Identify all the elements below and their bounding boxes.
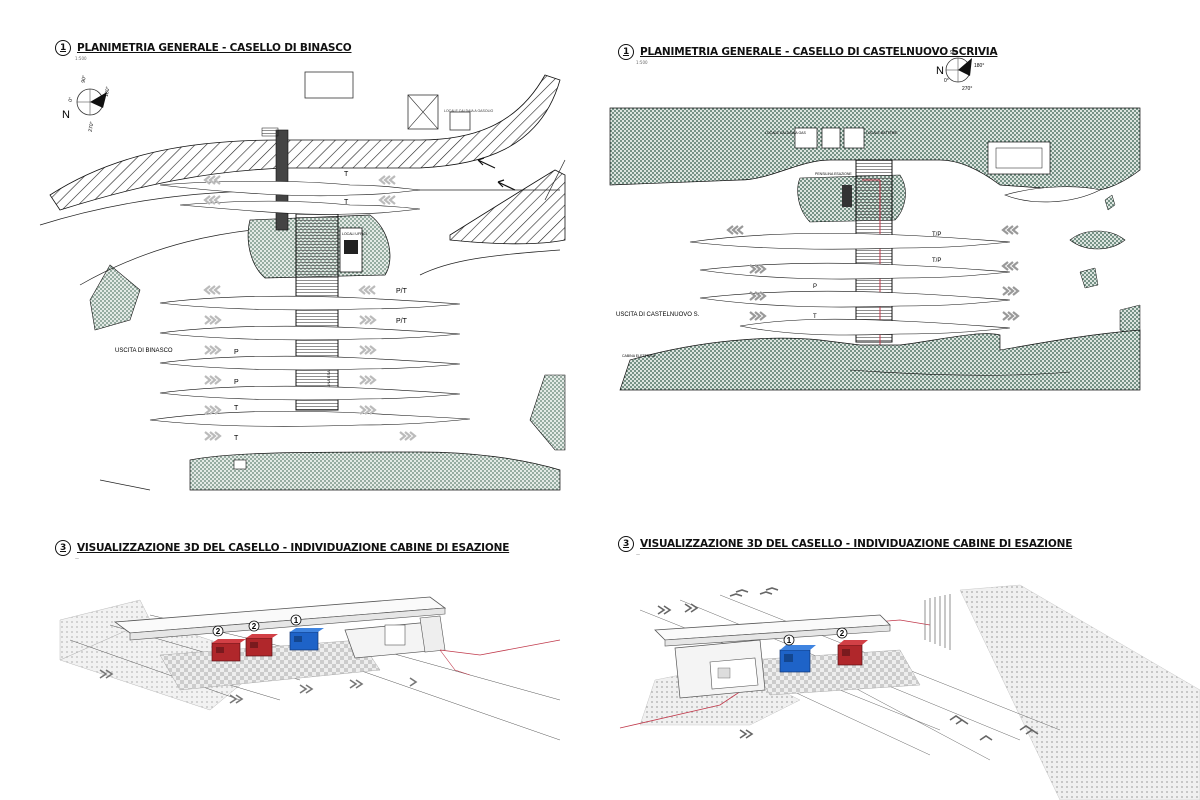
svg-text:LOCALE CALDAIA A GAS: LOCALE CALDAIA A GAS [765, 131, 807, 135]
panel-title: 3 VISUALIZZAZIONE 3D DEL CASELLO - INDIV… [55, 540, 509, 556]
castelnuovo-plan-drawing: N 90° 180° 270° 0° LOCALE CALDAIA A GAS … [609, 50, 1141, 391]
binasco-plan-drawing: N 90° 180° 270° 0° LOCALE CALDAIA A GASO… [39, 71, 566, 491]
svg-text:0°: 0° [68, 97, 75, 103]
cabin-red-2 [245, 634, 278, 657]
cabin-marker: 1 [294, 616, 299, 625]
cabin-marker: 1 [787, 636, 792, 645]
svg-text:180°: 180° [104, 86, 112, 97]
scale-label: 1:500 [636, 60, 648, 65]
cabin-blue-1 [289, 628, 324, 651]
cabin-marker: 2 [216, 627, 221, 636]
panel-number: 3 [55, 540, 71, 556]
svg-text:P/T: P/T [396, 288, 408, 295]
svg-text:T/P: T/P [932, 232, 941, 238]
cabin-blue-1 [779, 645, 816, 673]
cabin-red-1 [211, 639, 246, 662]
svg-text:P: P [234, 349, 239, 356]
svg-text:270°: 270° [962, 86, 972, 92]
svg-text:PENSILINA ESAZIONE: PENSILINA ESAZIONE [815, 172, 852, 176]
castelnuovo-3d-view: 1 2 [619, 584, 1200, 800]
compass-icon [76, 88, 107, 116]
panel-title-text: VISUALIZZAZIONE 3D DEL CASELLO - INDIVID… [640, 538, 1073, 550]
svg-text:PENSILINA ESAZIONE: PENSILINA ESAZIONE [326, 358, 331, 400]
scale-label: — [636, 552, 640, 557]
svg-text:180°: 180° [974, 63, 984, 69]
panel-number: 1 [55, 40, 71, 56]
compass-icon [945, 57, 972, 83]
svg-text:T: T [234, 435, 239, 442]
cabin-red-1 [837, 640, 868, 666]
panel-number: 3 [618, 536, 634, 552]
scale-label: 1:500 [75, 56, 87, 61]
panel-castelnuovo-plan: 1 PLANIMETRIA GENERALE - CASELLO DI CAST… [600, 0, 1200, 500]
svg-text:T: T [344, 199, 349, 206]
svg-text:LOCALI UFFICI: LOCALI UFFICI [342, 232, 367, 236]
panel-binasco-plan: 1 PLANIMETRIA GENERALE - CASELLO DI BINA… [0, 0, 600, 500]
svg-text:T: T [344, 171, 349, 178]
exit-label: USCITA DI CASTELNUOVO S. [616, 312, 700, 318]
svg-text:90°: 90° [950, 50, 958, 56]
svg-text:0°: 0° [944, 78, 949, 84]
cabin-marker: 2 [252, 622, 257, 631]
svg-text:CABINA ELETTRICA: CABINA ELETTRICA [622, 354, 656, 358]
cabin-marker: 2 [840, 629, 845, 638]
exit-label: USCITA DI BINASCO [115, 348, 173, 354]
svg-text:P: P [234, 379, 239, 386]
panel-title-text: VISUALIZZAZIONE 3D DEL CASELLO - INDIVID… [77, 542, 510, 554]
svg-text:LOCALE BATTERIE: LOCALE BATTERIE [866, 131, 898, 135]
svg-text:T: T [234, 405, 239, 412]
panel-title-text: PLANIMETRIA GENERALE - CASELLO DI BINASC… [77, 42, 352, 54]
svg-text:T: T [813, 314, 817, 320]
panel-title: 1 PLANIMETRIA GENERALE - CASELLO DI CAST… [618, 44, 998, 60]
panel-title: 1 PLANIMETRIA GENERALE - CASELLO DI BINA… [55, 40, 352, 56]
panel-number: 1 [618, 44, 634, 60]
binasco-3d-view: 2 2 1 [59, 596, 561, 741]
panel-title: 3 VISUALIZZAZIONE 3D DEL CASELLO - INDIV… [618, 536, 1072, 552]
svg-text:270°: 270° [88, 121, 96, 132]
svg-text:P: P [813, 284, 817, 290]
panel-binasco-3d: 3 VISUALIZZAZIONE 3D DEL CASELLO - INDIV… [0, 500, 600, 800]
svg-text:LOCALE CALDAIA A GASOLIO: LOCALE CALDAIA A GASOLIO [444, 109, 493, 113]
compass-north: N [62, 109, 70, 121]
panel-castelnuovo-3d: 3 VISUALIZZAZIONE 3D DEL CASELLO - INDIV… [600, 500, 1200, 800]
svg-text:T/P: T/P [932, 258, 941, 264]
svg-text:P/T: P/T [396, 318, 408, 325]
panel-title-text: PLANIMETRIA GENERALE - CASELLO DI CASTEL… [640, 46, 998, 58]
scale-label: — [75, 556, 79, 561]
svg-text:90°: 90° [81, 75, 88, 83]
svg-text:N: N [936, 65, 944, 77]
